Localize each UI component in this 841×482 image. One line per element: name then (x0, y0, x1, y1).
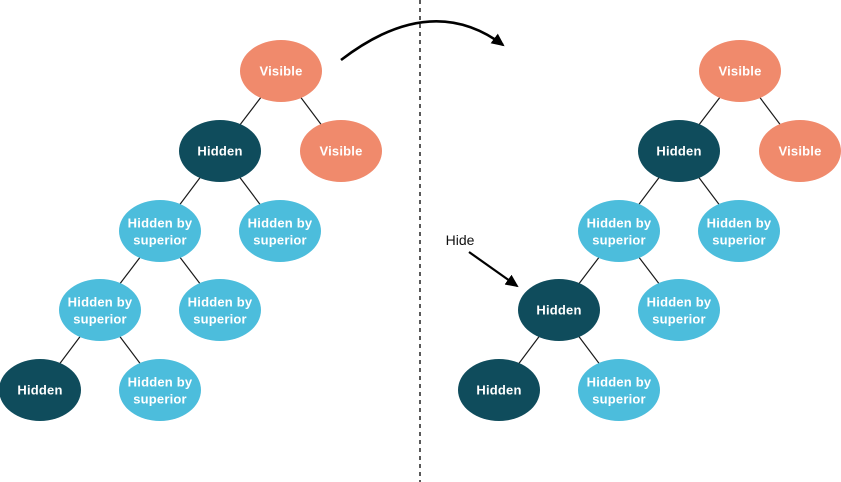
tree-node-label: Visible (319, 144, 362, 159)
tree-node-hidden (638, 120, 720, 182)
tree-node-label: Hidden (197, 144, 242, 159)
tree-node-hidden (179, 120, 261, 182)
tree-node-label: Hidden (476, 383, 521, 398)
tree-node-visible (699, 40, 781, 102)
tree-node-hidden (518, 279, 600, 341)
hide-annotation-label: Hide (446, 232, 475, 248)
hide-annotation: Hide (446, 232, 519, 288)
tree-node-hidden_by_superior (119, 359, 201, 421)
tree-node-visible (300, 120, 382, 182)
tree-node-hidden_by_superior (59, 279, 141, 341)
tree-node-hidden_by_superior (239, 200, 321, 262)
tree-node-label: Hidden (656, 144, 701, 159)
tree-node-hidden_by_superior (179, 279, 261, 341)
transform-arrow (340, 20, 505, 62)
tree-node-hidden_by_superior (578, 200, 660, 262)
tree-node-label: Hidden (17, 383, 62, 398)
tree-node-hidden_by_superior (638, 279, 720, 341)
tree-node-hidden_by_superior (698, 200, 780, 262)
tree-node-hidden (458, 359, 540, 421)
tree-node-label: Hidden (536, 303, 581, 318)
tree-node-hidden_by_superior (578, 359, 660, 421)
tree-node-visible (240, 40, 322, 102)
tree-node-label: Visible (778, 144, 821, 159)
tree-node-label: Visible (718, 64, 761, 79)
hide-annotation-arrow (468, 251, 519, 288)
tree-node-hidden_by_superior (119, 200, 201, 262)
tree-node-visible (759, 120, 841, 182)
tree-node-hidden (0, 359, 81, 421)
tree-node-label: Visible (259, 64, 302, 79)
